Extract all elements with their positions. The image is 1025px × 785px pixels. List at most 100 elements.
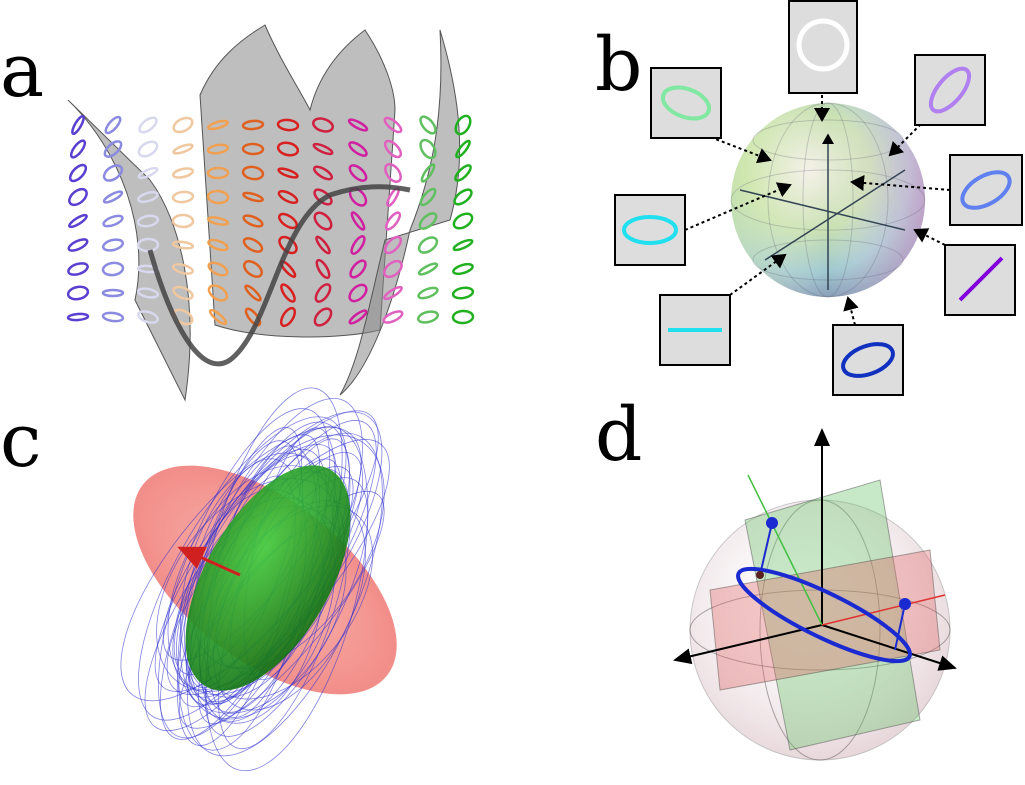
polarization-ellipse	[101, 238, 125, 252]
state-box-green-circular	[650, 67, 722, 139]
polarization-ellipse	[206, 143, 230, 155]
polarization-ellipse	[276, 118, 300, 132]
polarization-ellipse	[104, 115, 122, 135]
polarization-ellipse	[241, 165, 265, 181]
polarization-ellipse	[348, 309, 368, 325]
polarization-ellipse	[277, 167, 299, 179]
panel-label-d: d	[595, 392, 643, 478]
polarization-ellipse	[244, 284, 262, 302]
polarization-ellipse	[207, 284, 229, 302]
polarization-ellipse	[350, 235, 366, 255]
polarization-ellipse	[348, 164, 368, 182]
polarization-ellipse	[312, 165, 334, 181]
state-box-cyan-circular	[614, 194, 686, 266]
polarization-ellipse	[455, 139, 471, 159]
polarization-ellipse	[101, 288, 125, 298]
blue-points	[756, 517, 911, 651]
polarization-ellipse	[137, 190, 159, 204]
panel-a	[66, 24, 475, 402]
polarization-ellipse	[207, 261, 229, 277]
green-axis	[747, 474, 823, 626]
polarization-ellipse	[137, 140, 159, 158]
trajectory-curve	[147, 184, 411, 367]
polarization-ellipse	[171, 190, 195, 204]
polarization-ellipse	[136, 287, 160, 299]
polarization-ellipse	[68, 187, 88, 207]
polarization-ellipse	[101, 311, 125, 323]
polarization-ellipse	[101, 261, 125, 277]
green-ellipsoid	[185, 465, 351, 691]
polarization-ellipse	[172, 263, 194, 275]
polarization-ellipse	[171, 240, 195, 250]
polarization-ellipse	[171, 167, 195, 179]
polarization-ellipse	[280, 283, 296, 303]
polarization-ellipse	[67, 262, 89, 276]
axes	[673, 428, 957, 671]
polarization-ellipse	[417, 286, 439, 300]
polarization-ellipse	[419, 115, 437, 135]
polarization-ellipse	[172, 285, 194, 301]
polarization-ellipse	[242, 237, 264, 253]
panel-c	[120, 387, 397, 772]
polarization-ellipse	[312, 142, 334, 156]
polarization-ellipse	[315, 258, 331, 280]
polarization-ellipse	[418, 212, 438, 230]
red-axis	[821, 594, 946, 626]
polarization-ellipse	[103, 140, 123, 158]
panel-d	[673, 428, 957, 761]
polarization-ellipse	[242, 260, 264, 278]
polarization-ellipse	[420, 163, 436, 183]
polarization-ellipse	[313, 211, 333, 231]
panel-b	[614, 0, 1023, 396]
red-cylinder	[709, 549, 941, 691]
red-arrow	[177, 546, 241, 577]
polarization-ellipse	[452, 238, 474, 252]
state-box-white-circular	[788, 0, 858, 94]
polarization-ellipse	[383, 139, 403, 159]
polarization-ellipse	[71, 114, 85, 136]
blue-polarization-ellipse	[736, 566, 912, 664]
polarization-ellipse	[66, 312, 90, 322]
polarization-ellipse	[312, 117, 334, 133]
polarization-ellipse	[102, 190, 124, 204]
state-box-purple-elliptical	[914, 54, 986, 126]
polarization-ellipse	[348, 283, 368, 303]
state-box-blue-elliptical	[949, 154, 1023, 226]
polarization-ellipse	[451, 309, 475, 325]
polarization-ellipse	[417, 262, 439, 276]
polarization-ellipse	[68, 163, 88, 183]
polarization-ellipse	[241, 119, 265, 131]
polarization-ellipse	[208, 308, 228, 326]
polarization-ellipse	[384, 211, 402, 231]
polarization-ellipse	[171, 213, 195, 229]
polarization-ellipse	[278, 212, 298, 230]
polarization-ellipse	[206, 189, 230, 205]
polarization-ellipse	[66, 285, 90, 301]
polarization-ellipse	[67, 238, 89, 252]
polarization-ellipse	[206, 166, 230, 180]
polarization-ellipse-grid	[66, 114, 475, 328]
state-box-darkblue-circular	[832, 324, 904, 396]
polarization-ellipse	[417, 236, 439, 254]
polarization-ellipse	[452, 212, 474, 230]
polarization-ellipse	[242, 191, 264, 203]
polarization-ellipse	[383, 259, 403, 279]
polarization-ellipse	[207, 238, 229, 252]
state-box-linear-horizontal	[659, 294, 731, 366]
polarization-ellipse	[69, 139, 87, 159]
polarization-ellipse	[242, 214, 264, 228]
polarization-ellipse	[454, 114, 472, 136]
panel-label-b: b	[595, 22, 643, 108]
polarization-ellipse	[138, 116, 158, 134]
polarization-ellipse	[347, 118, 369, 132]
polarization-ellipse	[384, 162, 402, 184]
polarization-ellipse	[451, 286, 475, 300]
polarization-ellipse	[279, 306, 297, 328]
polarization-ellipse	[348, 141, 368, 157]
polarization-ellipse	[416, 310, 440, 324]
polarization-ellipse	[350, 211, 366, 231]
polarization-ellipse	[244, 307, 262, 327]
surface-center	[199, 24, 396, 338]
polarization-ellipse	[349, 259, 367, 279]
